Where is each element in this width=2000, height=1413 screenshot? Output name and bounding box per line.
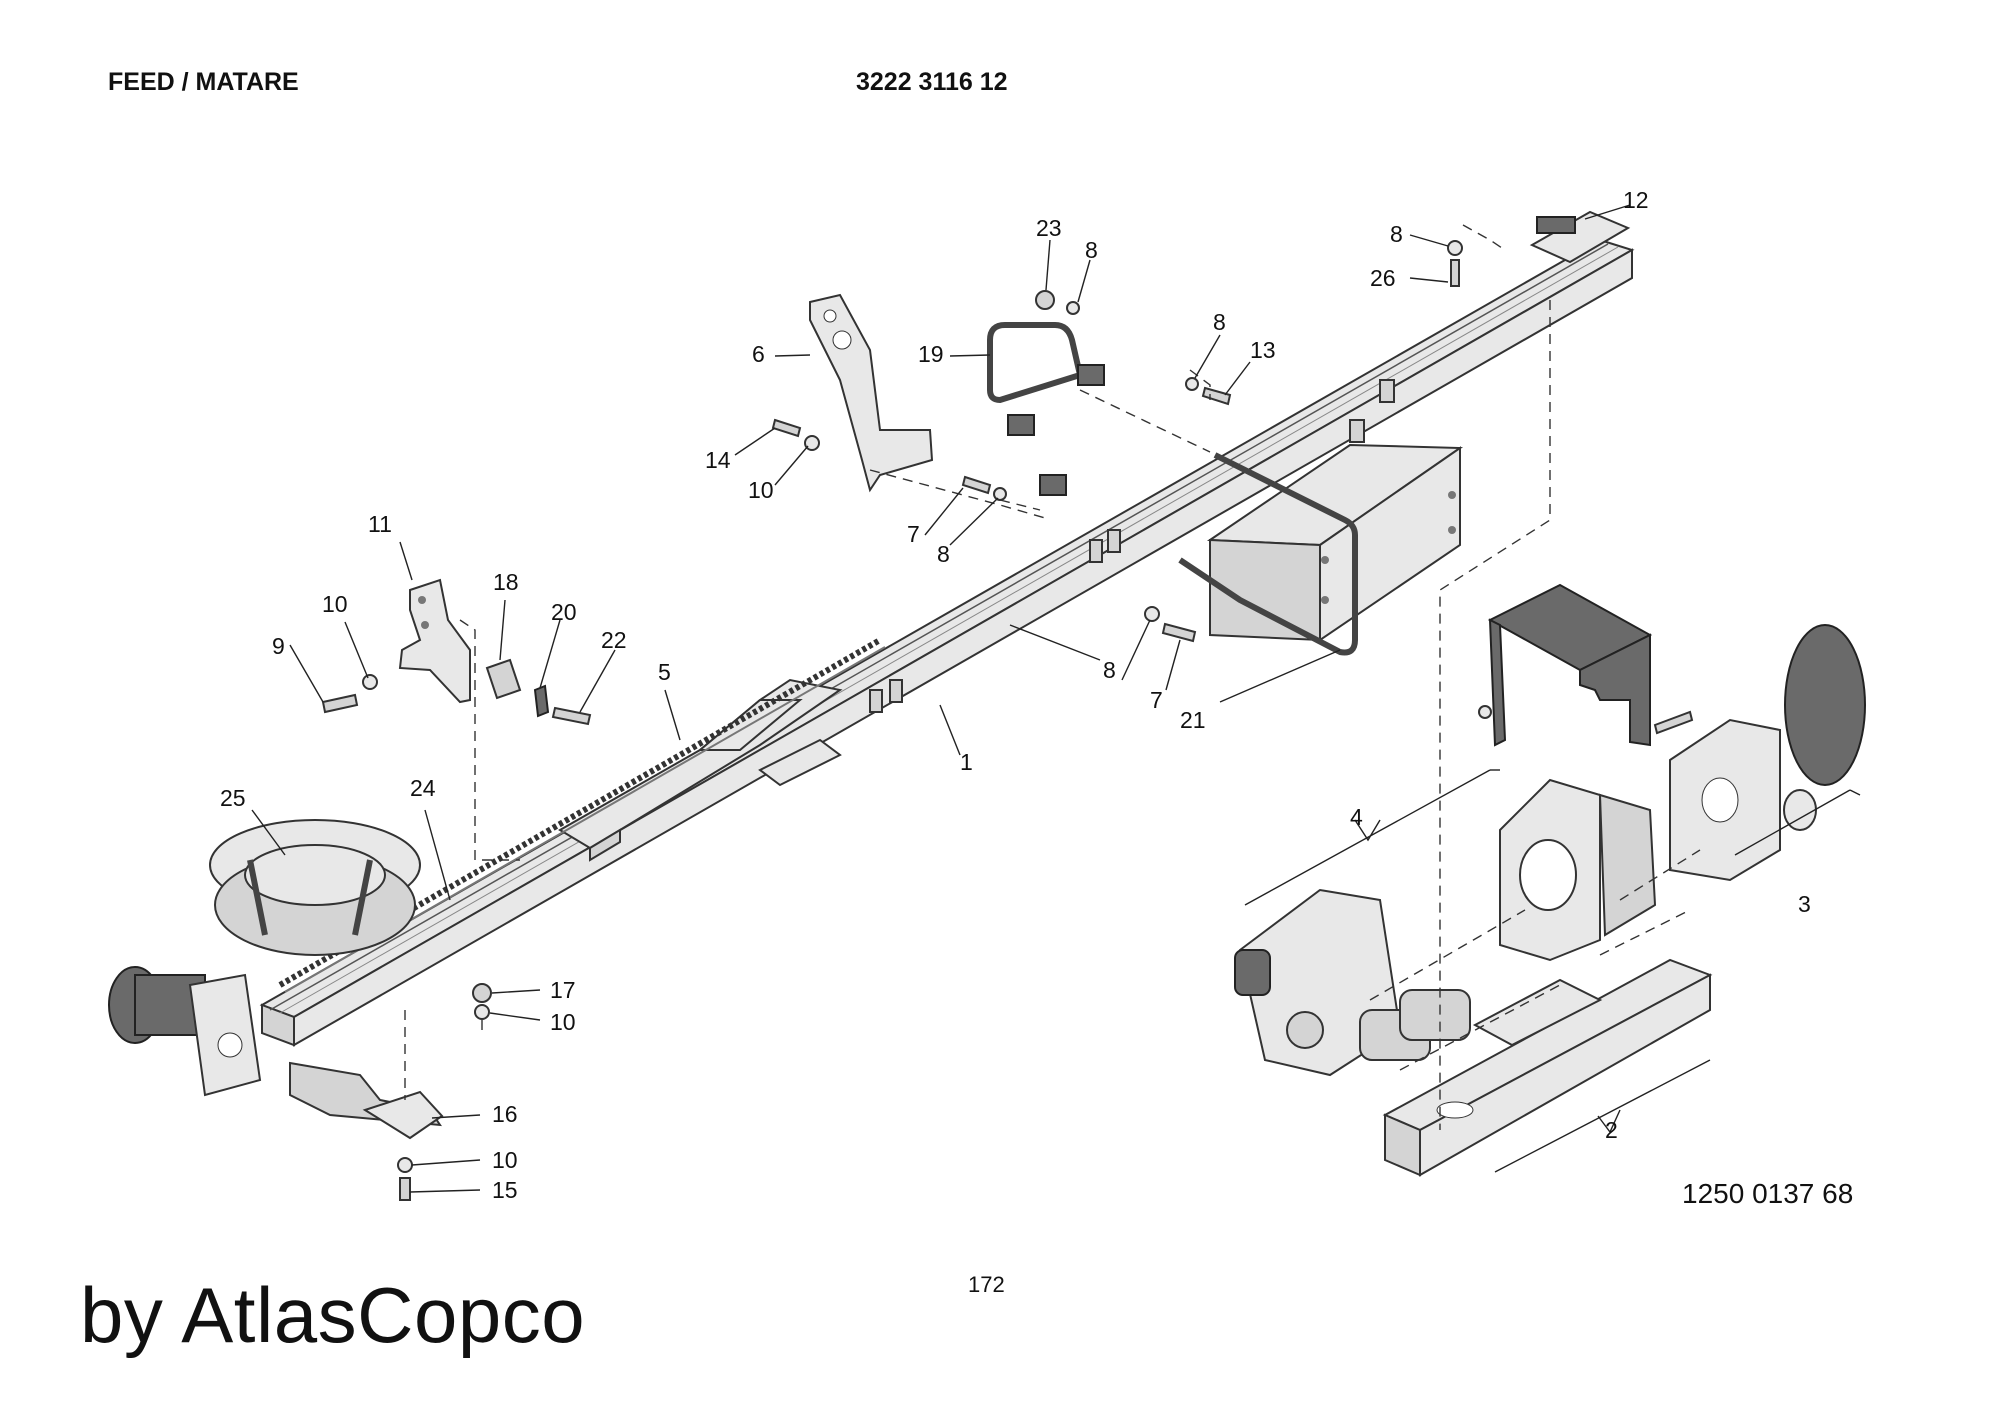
- callout-9: 9: [272, 633, 285, 659]
- drawing-number: 1250 0137 68: [1682, 1178, 1854, 1209]
- callout-6: 6: [752, 341, 765, 367]
- assembly-part-number: 3222 3116 12: [856, 68, 1008, 96]
- brand-watermark: by AtlasCopco: [80, 1271, 586, 1359]
- guide-block: [889, 679, 903, 703]
- rotation-unit: [1669, 624, 1866, 882]
- callout-21: 21: [1180, 707, 1206, 733]
- slide-block-18: [485, 658, 522, 700]
- callout-1: 1: [960, 749, 973, 775]
- callout-25: 25: [220, 785, 246, 811]
- callout-16: 16: [492, 1101, 518, 1127]
- callout-15: 15: [492, 1177, 518, 1203]
- callout-3: 3: [1798, 891, 1811, 917]
- assembly-lines: [404, 224, 1701, 1130]
- callout-19-label: 19: [918, 341, 944, 367]
- rod-clamp: [1039, 474, 1067, 496]
- guide-block: [1089, 539, 1103, 563]
- callout-8e: 8: [1103, 657, 1116, 683]
- callout-11: 11: [368, 511, 392, 537]
- feed-beam: [259, 210, 1635, 1047]
- callout-8d: 8: [937, 541, 950, 567]
- callout-13: 13: [1250, 337, 1276, 363]
- fasteners: [321, 240, 1694, 1201]
- bracket-6: [809, 293, 934, 493]
- end-plate-12: [1536, 216, 1576, 234]
- callout-12: 12: [1623, 187, 1649, 213]
- page-title: FEED / MATARE: [108, 68, 299, 96]
- callout-26: 26: [1370, 265, 1396, 291]
- callout-18: 18: [493, 569, 519, 595]
- cover-plate: [1487, 583, 1653, 747]
- callout-20: 20: [551, 599, 577, 625]
- carriage-plate: [558, 678, 843, 862]
- callout-10b: 10: [748, 477, 774, 503]
- hose-hanger-rod: [987, 322, 1083, 403]
- callout-10c: 10: [550, 1009, 576, 1035]
- rod-clamp: [1077, 364, 1105, 386]
- guide-block: [1379, 379, 1395, 403]
- cradle-2: [1382, 958, 1713, 1177]
- rock-drill-unit: [1234, 888, 1471, 1077]
- callout-23: 23: [1036, 215, 1062, 241]
- leader-lines: [251, 204, 1631, 1193]
- callout-4: 4: [1350, 804, 1363, 830]
- guide-block: [1107, 529, 1121, 553]
- front-bracket: [1499, 778, 1657, 962]
- callout-8c: 8: [1390, 221, 1403, 247]
- callout-2: 2: [1605, 1117, 1618, 1143]
- callout-17: 17: [550, 977, 576, 1003]
- rod-clamp: [1007, 414, 1035, 436]
- callout-10a: 10: [322, 591, 348, 617]
- guide-block: [1349, 419, 1365, 443]
- callouts: 1 2 3 4 5 6 7 7 8 8 8 8 8 9 10 10 10 10 …: [220, 187, 1811, 1203]
- callout-14: 14: [705, 447, 731, 473]
- callout-10d: 10: [492, 1147, 518, 1173]
- callout-24: 24: [410, 775, 436, 801]
- callout-7b: 7: [1150, 687, 1163, 713]
- callout-7a: 7: [907, 521, 920, 547]
- hose-support-rod: [1178, 452, 1358, 656]
- hose-drum: [209, 819, 421, 956]
- callout-8b: 8: [1213, 309, 1226, 335]
- callout-22: 22: [601, 627, 627, 653]
- group-brackets: [1244, 769, 1861, 1173]
- callout-8a: 8: [1085, 237, 1098, 263]
- callout-5: 5: [658, 659, 671, 685]
- shim-plate-20: [533, 684, 550, 718]
- bracket-11: [398, 578, 471, 704]
- page-number: 172: [968, 1272, 1005, 1297]
- guide-block: [869, 689, 883, 713]
